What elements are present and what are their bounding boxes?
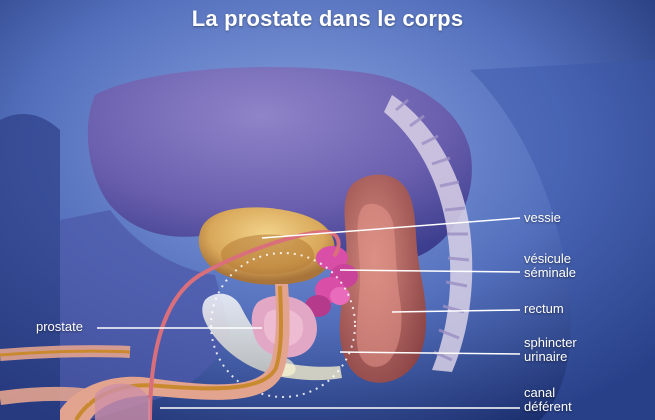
label-rectum: rectum bbox=[524, 302, 564, 316]
left-body-edge bbox=[0, 114, 60, 420]
page-title: La prostate dans le corps bbox=[0, 6, 655, 32]
label-sphincter-line2: urinaire bbox=[524, 350, 577, 364]
label-vesicule-line2: séminale bbox=[524, 266, 576, 280]
label-canal-deferent: canal déférent bbox=[524, 386, 572, 414]
label-vessie-text: vessie bbox=[524, 210, 561, 225]
label-prostate-text: prostate bbox=[36, 319, 83, 334]
label-sphincter-line1: sphincter bbox=[524, 336, 577, 350]
label-vesicule-line1: vésicule bbox=[524, 252, 576, 266]
label-vessie: vessie bbox=[524, 211, 561, 225]
label-sphincter-urinaire: sphincter urinaire bbox=[524, 336, 577, 364]
label-prostate: prostate bbox=[36, 320, 83, 334]
label-vesicule-seminale: vésicule séminale bbox=[524, 252, 576, 280]
label-canal-line2: déférent bbox=[524, 400, 572, 414]
label-canal-line1: canal bbox=[524, 386, 572, 400]
label-rectum-text: rectum bbox=[524, 301, 564, 316]
